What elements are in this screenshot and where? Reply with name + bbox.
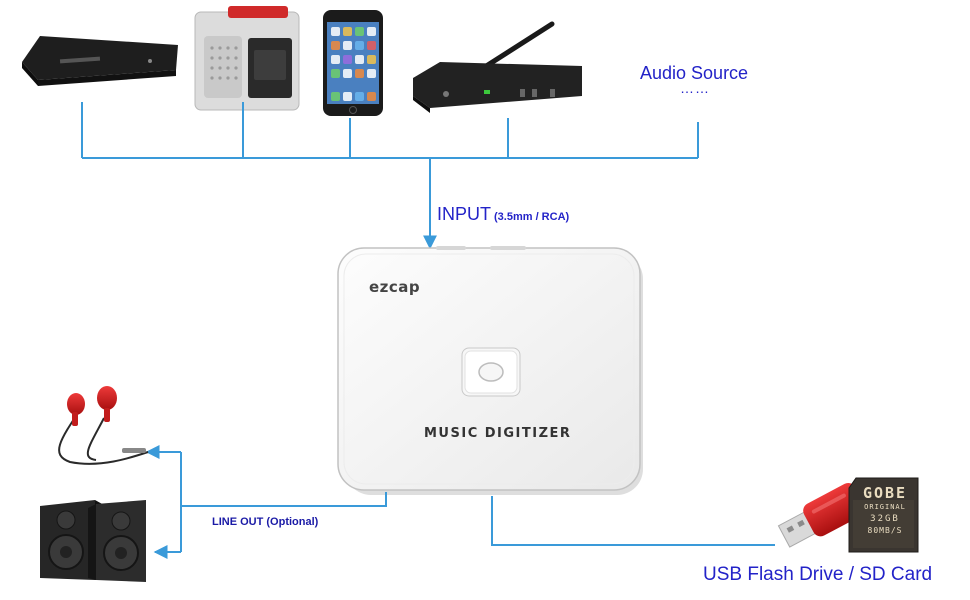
sd-card-line1: ORIGINAL	[864, 503, 906, 511]
speakers-icon	[40, 500, 146, 582]
sd-card-brand: GOBE	[862, 484, 908, 502]
line-out-label: LINE OUT (Optional)	[212, 516, 319, 528]
input-spec-label: (3.5mm / RCA)	[494, 211, 570, 223]
line-out-lines	[145, 445, 387, 559]
media-box-icon	[413, 21, 582, 113]
cassette-player-icon	[194, 6, 300, 111]
earphones-icon	[58, 386, 149, 465]
sd-card-speed: 80MB/S	[867, 526, 903, 535]
device-model: MUSIC DIGITIZER	[424, 426, 572, 441]
input-label: INPUT(3.5mm / RCA)	[437, 204, 569, 225]
sd-card-capacity: 32GB	[870, 514, 900, 524]
audio-source-more-indicator: ……	[680, 80, 710, 96]
audio-source-label: Audio Source	[640, 63, 749, 83]
record-button[interactable]	[461, 347, 521, 397]
source-bus-lines	[81, 102, 699, 250]
sd-card-icon	[848, 477, 919, 553]
input-label-text: INPUT	[437, 204, 491, 224]
device-brand: ezcap	[369, 278, 421, 296]
storage-label: USB Flash Drive / SD Card	[703, 564, 933, 585]
smartphone-icon	[323, 10, 383, 116]
dvd-player-icon	[22, 36, 178, 86]
storage-line	[491, 496, 775, 546]
